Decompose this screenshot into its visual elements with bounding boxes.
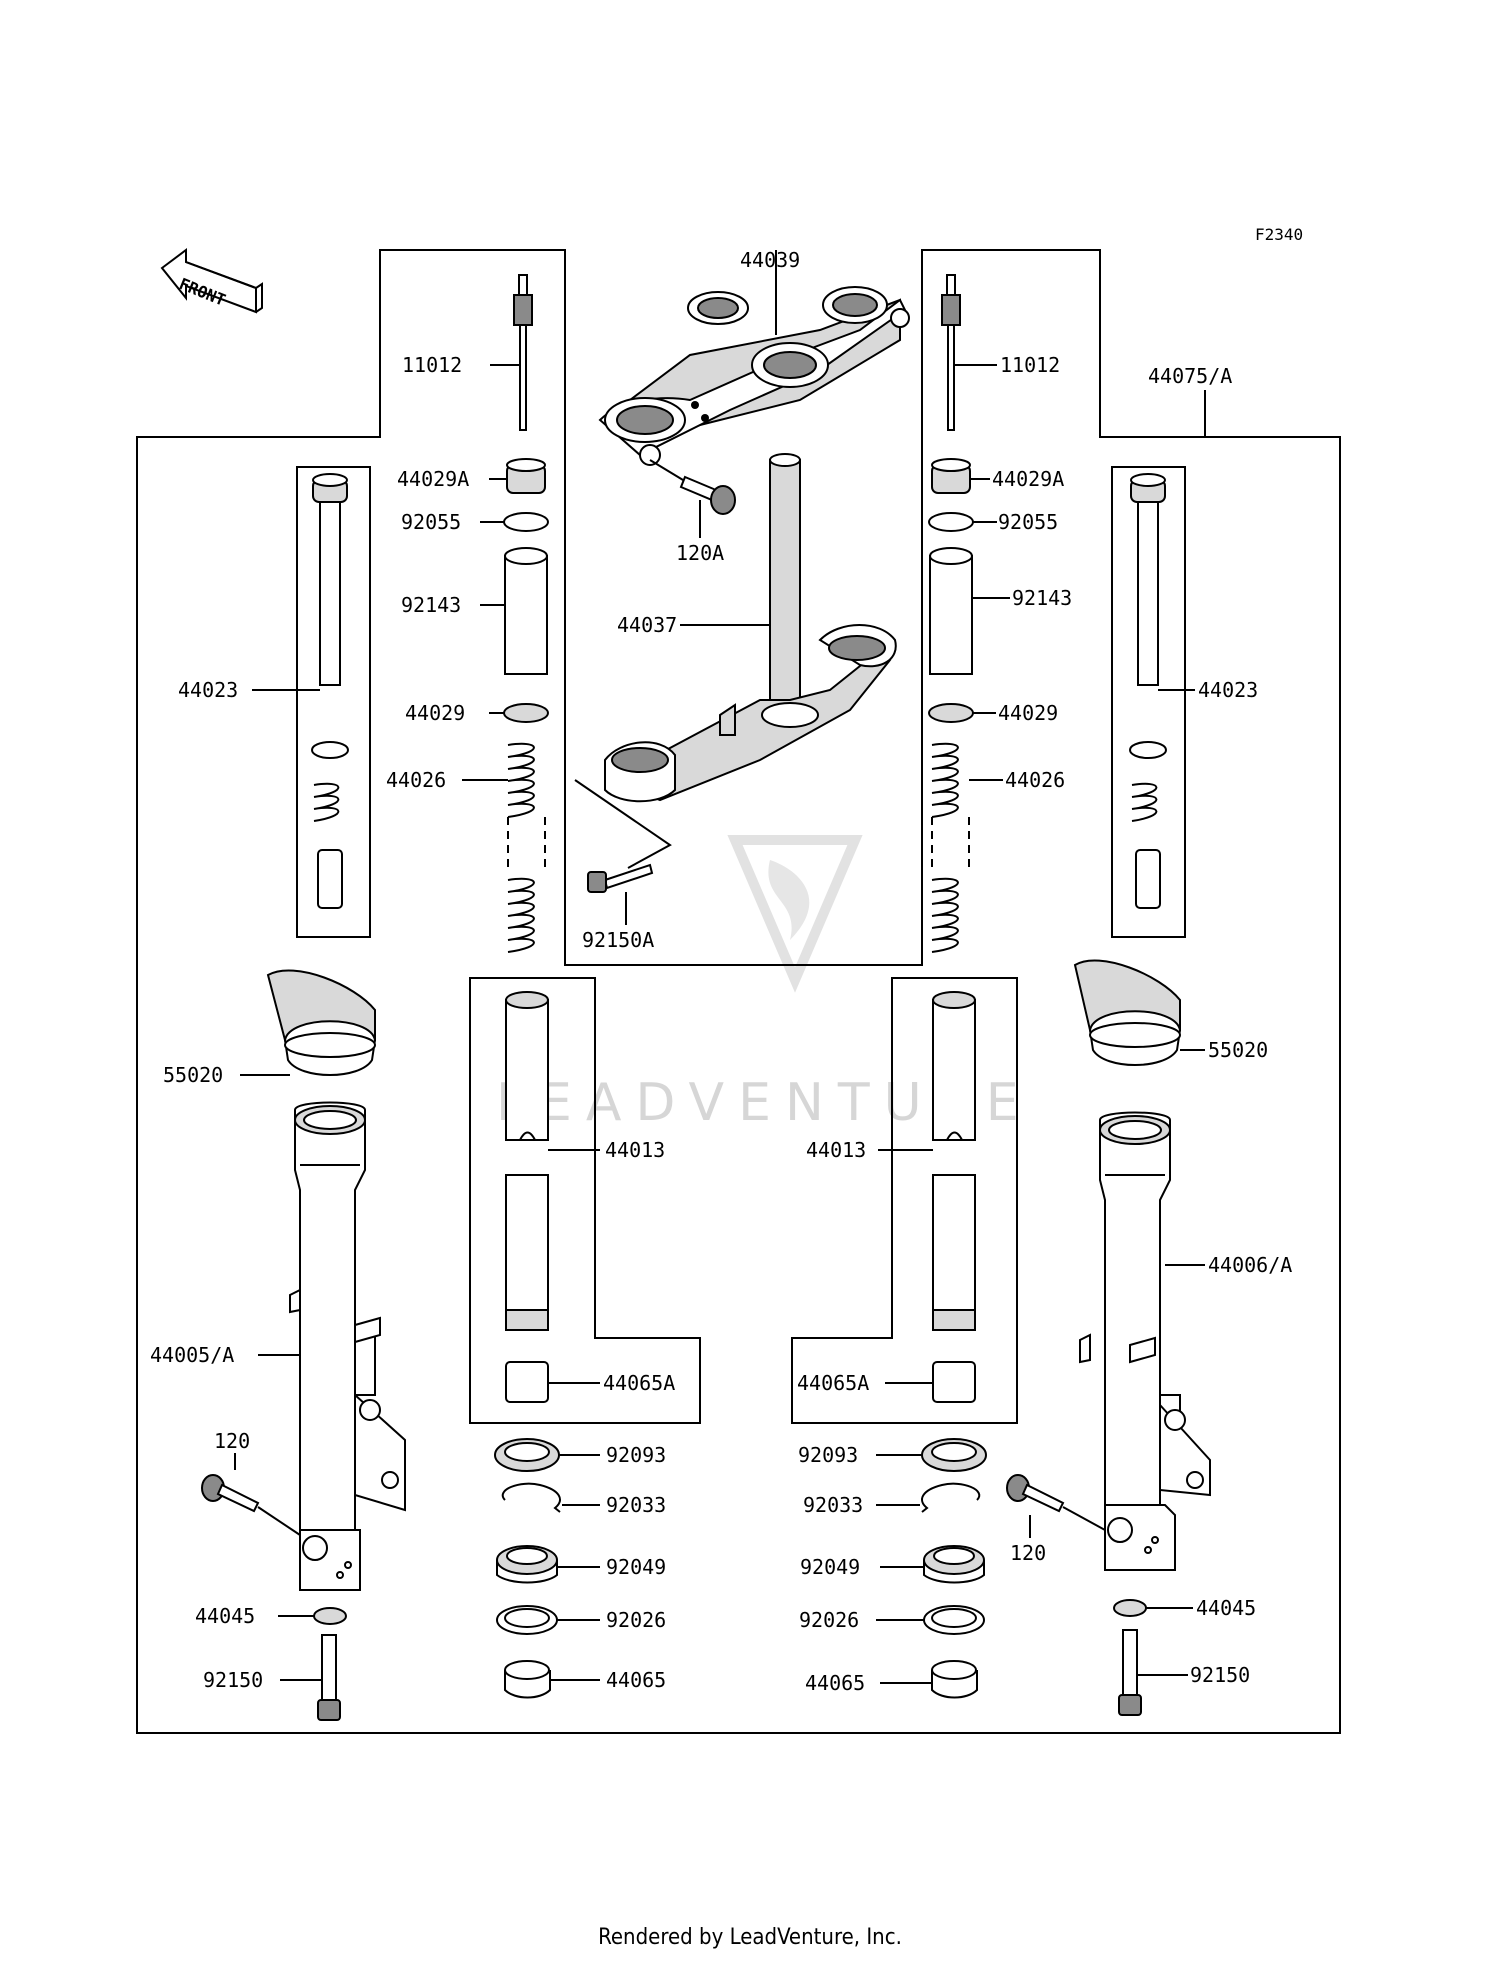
part-92055-right-label: 92055	[998, 510, 1058, 534]
part-92093-left-label: 92093	[606, 1443, 666, 1467]
rod-assy-44023-right-part	[1129, 473, 1167, 909]
bushing-44065-right-part	[931, 1660, 978, 1699]
fork-assembly-boundary	[136, 249, 1341, 1734]
watermark-text: LEADVENTURE	[496, 1073, 1033, 1133]
part-44045-left-label: 44045	[195, 1604, 255, 1628]
part-120A-label: 120A	[676, 541, 724, 565]
part-120-left-label: 120	[214, 1429, 250, 1453]
washer-44029-left-part	[503, 703, 549, 723]
part-44013-left-label: 44013	[605, 1138, 665, 1162]
fork-guard-55020-left-part	[266, 969, 377, 1076]
part-44065-left-label: 44065	[606, 1668, 666, 1692]
front-direction-arrow-icon: FRONT	[160, 248, 263, 314]
part-44075A-label: 44075/A	[1148, 364, 1232, 388]
watermark: LEADVENTURE	[496, 835, 1033, 1133]
part-44029A-right-label: 44029A	[992, 467, 1064, 491]
cylinder-box-left	[469, 977, 701, 1424]
washer-44045-left-part	[313, 1607, 347, 1625]
oil-seal-92049-left-part	[496, 1545, 558, 1584]
inner-tube-assy-box-left	[296, 466, 371, 938]
steering-stem-part	[604, 453, 897, 803]
bushing-44065-left-part	[504, 1660, 551, 1699]
part-44029-left-label: 44029	[405, 701, 465, 725]
part-44006A-right-label: 44006/A	[1208, 1253, 1292, 1277]
washer-44045-right-part	[1113, 1599, 1147, 1617]
part-44023-left-label: 44023	[178, 678, 238, 702]
washer-92026-right-part	[923, 1605, 985, 1635]
part-120-right-label: 120	[1010, 1541, 1046, 1565]
washer-92026-left-part	[496, 1605, 558, 1635]
rod-assy-44023-left-part	[311, 473, 349, 909]
part-92150-left-label: 92150	[203, 1668, 263, 1692]
cap-44029A-left-part	[506, 458, 546, 494]
part-55020-right-label: 55020	[1208, 1038, 1268, 1062]
diagram-code: F2340	[1255, 225, 1303, 244]
part-44065A-left-label: 44065A	[603, 1371, 675, 1395]
footer-credit: Rendered by LeadVenture, Inc.	[598, 1925, 902, 1950]
o-ring-92055-left-part	[503, 512, 549, 532]
bushing-44065A-right-part	[932, 1361, 976, 1403]
part-44045-right-label: 44045	[1196, 1596, 1256, 1620]
adjuster-rod-right-part	[941, 274, 961, 431]
bolt-120-left-part	[201, 1474, 260, 1513]
oil-seal-92049-right-part	[923, 1545, 985, 1584]
retaining-clip-92033-right-part	[921, 1482, 981, 1513]
part-11012-right-label: 11012	[1000, 353, 1060, 377]
part-92026-right-label: 92026	[799, 1608, 859, 1632]
bolt-92150-left-part	[317, 1634, 341, 1721]
part-92150A-label: 92150A	[582, 928, 654, 952]
spring-44026-right-part	[931, 742, 970, 953]
part-44065-right-label: 44065	[805, 1671, 865, 1695]
part-44013-right-label: 44013	[806, 1138, 866, 1162]
bolt-92150A-part	[574, 779, 672, 893]
upper-bracket-part	[598, 286, 910, 466]
part-92143-left-label: 92143	[401, 593, 461, 617]
part-44065A-right-label: 44065A	[797, 1371, 869, 1395]
cylinder-box-right	[791, 977, 1018, 1424]
fork-guard-55020-right-part	[1073, 959, 1182, 1066]
part-92026-left-label: 92026	[606, 1608, 666, 1632]
bushing-44065A-left-part	[505, 1361, 549, 1403]
cylinder-44013-right-part	[932, 991, 976, 1331]
bolt-120A-part	[679, 475, 736, 515]
cap-44029A-right-part	[931, 458, 971, 494]
part-92049-left-label: 92049	[606, 1555, 666, 1579]
spring-44026-left-part	[507, 742, 546, 953]
part-92143-right-label: 92143	[1012, 586, 1072, 610]
cylinder-44013-left-part	[505, 991, 549, 1331]
outer-tube-44006A-right-part	[1079, 1111, 1211, 1571]
part-92150-right-label: 92150	[1190, 1663, 1250, 1687]
inner-tube-assy-box-right	[1111, 466, 1186, 938]
part-11012-left-label: 11012	[402, 353, 462, 377]
retaining-clip-92033-left-part	[501, 1482, 561, 1513]
bolt-120-right-part	[1006, 1474, 1065, 1513]
part-92033-left-label: 92033	[606, 1493, 666, 1517]
part-92049-right-label: 92049	[800, 1555, 860, 1579]
part-92055-left-label: 92055	[401, 510, 461, 534]
part-44005A-left-label: 44005/A	[150, 1343, 234, 1367]
collar-92143-left-part	[504, 547, 548, 675]
collar-92143-right-part	[929, 547, 973, 675]
washer-44029-right-part	[928, 703, 974, 723]
bolt-92150-right-part	[1118, 1629, 1142, 1716]
part-44026-left-label: 44026	[386, 768, 446, 792]
part-44037-label: 44037	[617, 613, 677, 637]
part-44026-right-label: 44026	[1005, 768, 1065, 792]
o-ring-92055-right-part	[928, 512, 974, 532]
part-44029A-left-label: 44029A	[397, 467, 469, 491]
part-55020-left-label: 55020	[163, 1063, 223, 1087]
part-44039-label: 44039	[740, 248, 800, 272]
dust-seal-92093-left-part	[494, 1438, 560, 1472]
adjuster-rod-left-part	[513, 274, 533, 431]
part-44029-right-label: 44029	[998, 701, 1058, 725]
dust-seal-92093-right-part	[921, 1438, 987, 1472]
part-92033-right-label: 92033	[803, 1493, 863, 1517]
part-92093-right-label: 92093	[798, 1443, 858, 1467]
outer-tube-44005A-left-part	[289, 1101, 406, 1591]
part-44023-right-label: 44023	[1198, 678, 1258, 702]
